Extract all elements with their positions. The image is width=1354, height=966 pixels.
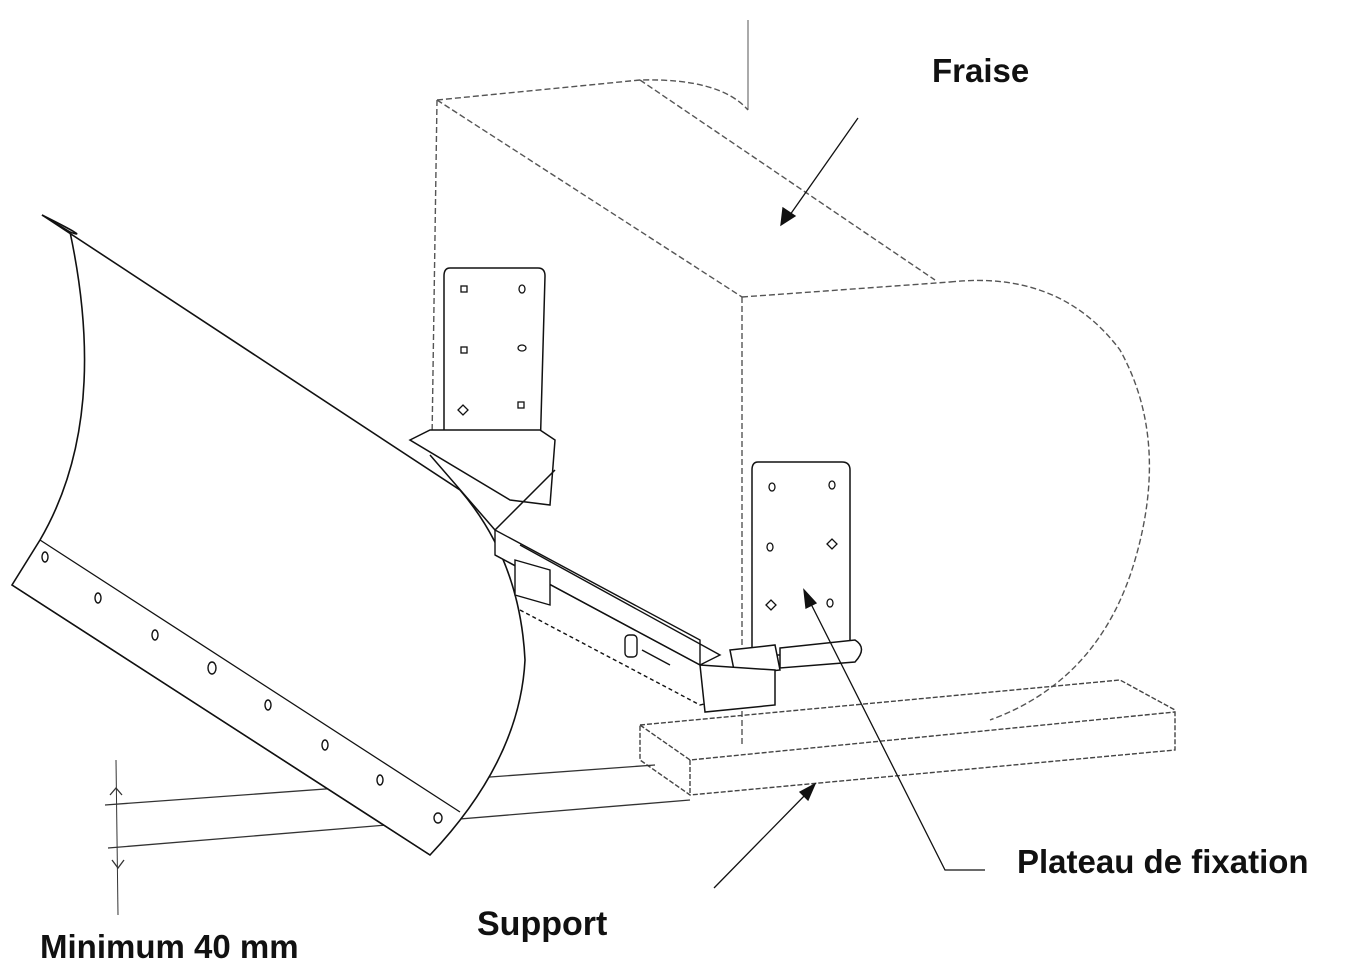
blade-edge-strip [11,539,461,856]
mount-plate-left-holes [457,284,527,416]
blade-edge-holes [41,551,443,824]
mount-plate-right-holes [765,480,838,611]
fraise-label: Fraise [932,52,1030,89]
plow-blade [10,214,526,857]
mount-plate-right [699,461,863,713]
plateau-de-fixation-label: Plateau de fixation [1017,843,1309,880]
support-block [639,679,1176,796]
leader-arrows [713,117,985,889]
minimum-clearance-label: Minimum 40 mm [40,928,299,965]
frame-tube [494,528,722,706]
support-label: Support [477,905,608,943]
